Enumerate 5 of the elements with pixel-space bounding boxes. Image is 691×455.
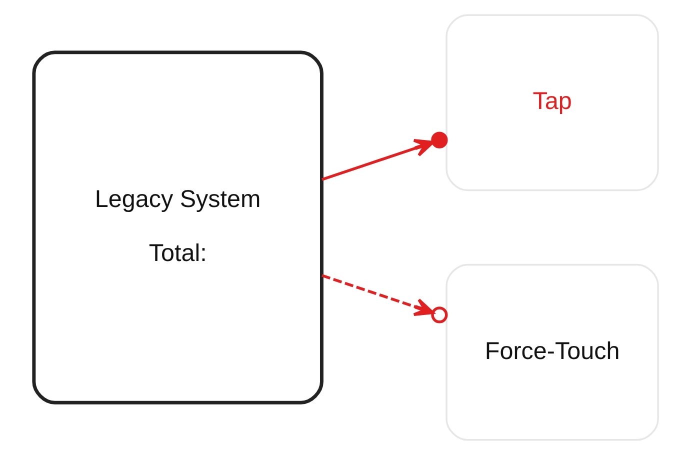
- node-box: Tap: [445, 14, 658, 192]
- arrow: [321, 274, 448, 324]
- node-box: Force-Touch: [445, 264, 658, 441]
- arrow: [321, 132, 448, 181]
- node-box: Legacy System Total:: [32, 50, 323, 404]
